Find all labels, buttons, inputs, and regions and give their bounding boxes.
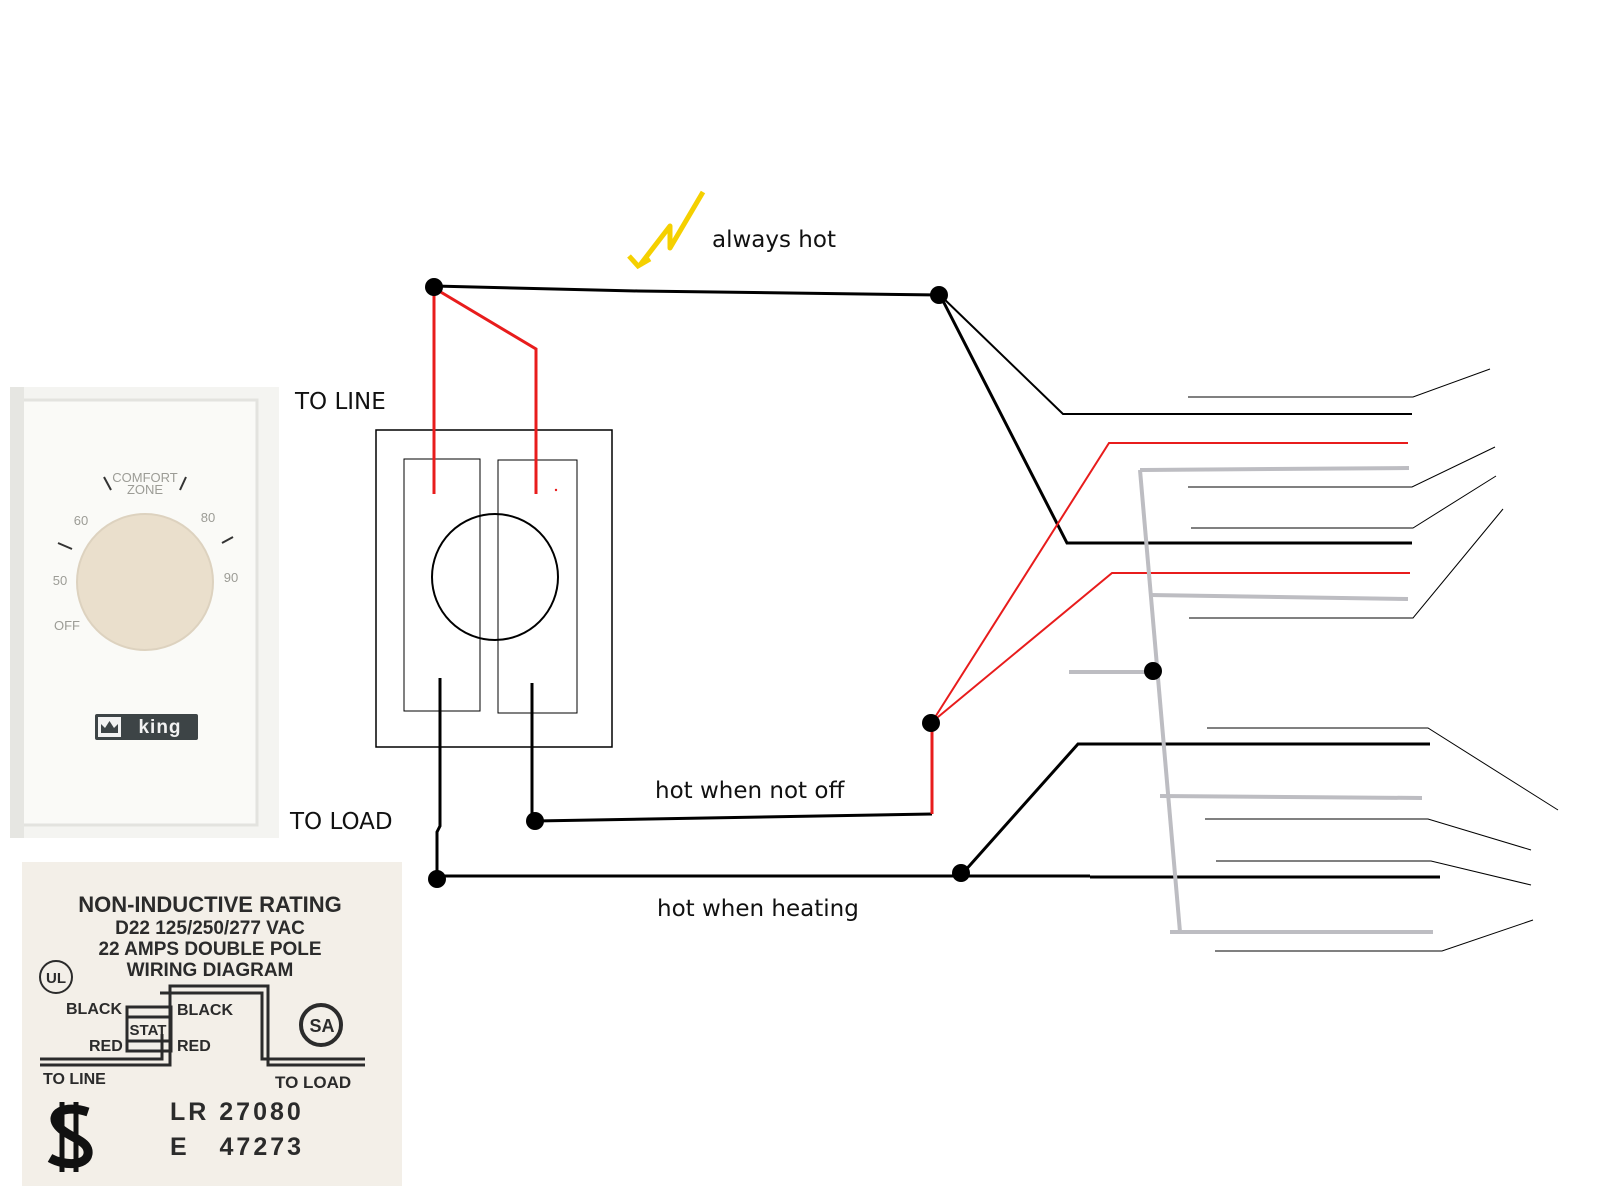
stat-label: STAT (130, 1022, 167, 1039)
junction-dot (922, 714, 940, 732)
junction-dot (425, 278, 443, 296)
to-line-label: TO LINE (294, 389, 386, 415)
load-wire-left (435, 678, 442, 878)
ground-wire (1159, 794, 1423, 800)
thin-lead (1215, 919, 1534, 952)
thermostat-photo-edge (10, 387, 24, 838)
thin-lead (1191, 475, 1497, 529)
thin-lead (1207, 727, 1559, 811)
rating-label-background (22, 862, 402, 1186)
always-hot-label: always hot (712, 227, 836, 253)
lr-number: LR 27080 (170, 1098, 304, 1126)
junction-dot (1144, 662, 1162, 680)
thin-lead (1216, 860, 1532, 886)
lightning-bolt-icon (627, 190, 706, 270)
rating-label-line2: 22 AMPS DOUBLE POLE (98, 939, 321, 960)
csa-mark-text: SA (309, 1016, 334, 1036)
thermostat-schematic (375, 429, 613, 748)
mini-wire (40, 984, 365, 1067)
csa-mark-icon (299, 1003, 343, 1047)
rating-label-line3: WIRING DIAGRAM (127, 960, 294, 981)
right-pole-terminal (497, 459, 578, 714)
thermostat-outline (375, 429, 613, 748)
junction-dot (952, 864, 970, 882)
comfort-zone-label: ZONE (127, 482, 163, 497)
ul-mark-text: UL (46, 970, 66, 987)
rating-label-title: NON-INDUCTIVE RATING (78, 892, 342, 917)
hot-when-not-off-wire (534, 812, 933, 823)
comfort-zone-label: COMFORT (112, 470, 178, 485)
ground-wire (1149, 593, 1409, 601)
tick-label-off: OFF (54, 618, 80, 633)
dial-mark (179, 476, 187, 491)
ul-mark-icon (39, 960, 73, 994)
always-hot-branch-1 (939, 294, 1412, 415)
tick-label-50: 50 (53, 573, 67, 588)
left-pole-terminal (403, 458, 481, 712)
dial-mark (57, 542, 73, 550)
brand-name: king (138, 717, 181, 738)
red-branch-1 (931, 442, 1408, 723)
junction-dot (526, 812, 544, 830)
ground-bus (1138, 469, 1182, 933)
rating-label-line1: D22 125/250/277 VAC (115, 918, 305, 939)
red-left-label: RED (89, 1038, 123, 1055)
wires (432, 284, 1559, 952)
black-left-label: BLACK (66, 1001, 122, 1018)
black-right-label: BLACK (177, 1002, 233, 1019)
thermostat-dial (431, 513, 559, 641)
line-red-wire-right (433, 286, 538, 494)
mini-wiring-diagram (40, 984, 365, 1067)
red-branch-2 (931, 572, 1410, 723)
junctions (425, 278, 1162, 888)
to-load-label: TO LOAD (289, 809, 393, 835)
always-hot-wire (433, 284, 941, 297)
heating-branch (961, 742, 1430, 874)
thin-lead (1188, 446, 1496, 488)
mini-to-line-label: TO LINE (43, 1071, 106, 1088)
ground-wire (1139, 466, 1410, 472)
thermostat-dial-opening (76, 513, 214, 651)
tick-label-60: 60 (74, 513, 88, 528)
hot-when-heating-label: hot when heating (657, 896, 859, 922)
dial-mark (103, 476, 112, 491)
red-dot (554, 488, 558, 492)
underwriter-logo-icon (47, 1102, 93, 1172)
tick-label-90: 90 (224, 570, 238, 585)
red-right-label: RED (177, 1038, 211, 1055)
always-hot-branch-2 (938, 294, 1412, 545)
e-number: E 47273 (170, 1133, 304, 1161)
rating-label-photo: NON-INDUCTIVE RATING D22 125/250/277 VAC… (22, 862, 402, 1186)
junction-dot (930, 286, 948, 304)
thin-lead (1205, 818, 1532, 851)
mini-to-load-label: TO LOAD (275, 1073, 351, 1092)
stat-box-icon (125, 1005, 173, 1053)
crown-icon-shape (101, 721, 118, 733)
thin-lead (1188, 368, 1491, 398)
mini-wire (160, 991, 365, 1061)
dial-mark (221, 536, 234, 544)
thermostat-photo: COMFORT ZONE 60 80 50 90 OFF king (10, 387, 279, 838)
junction-dot (428, 870, 446, 888)
hot-when-not-off-label: hot when not off (655, 778, 845, 804)
tick-label-80: 80 (201, 510, 215, 525)
thin-lead (1189, 508, 1504, 619)
